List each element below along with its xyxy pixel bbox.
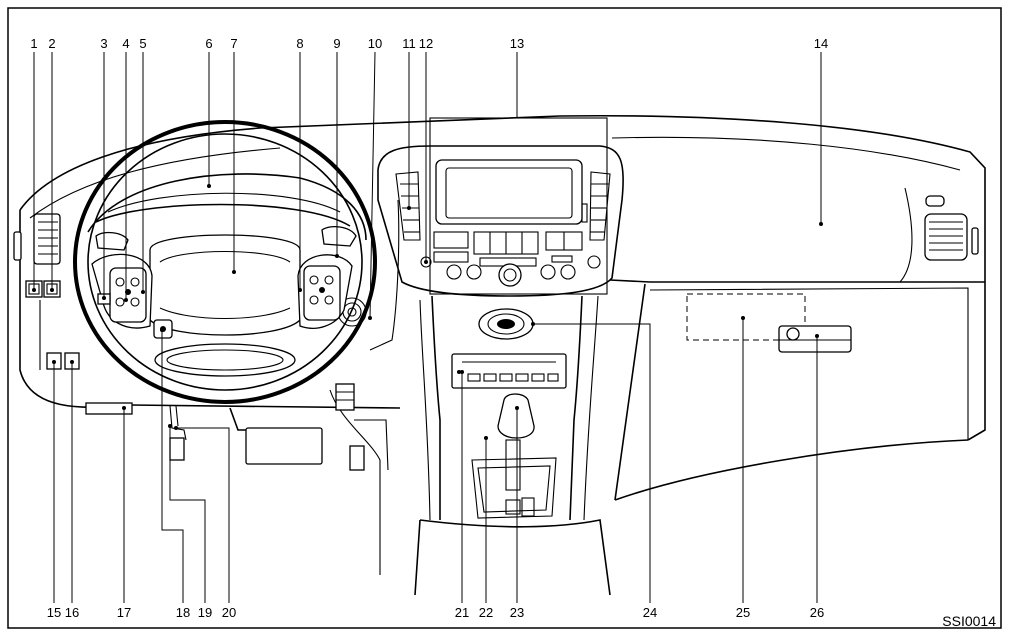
callout-18: 18 <box>176 605 190 620</box>
callout-9: 9 <box>333 36 340 51</box>
steering-wheel <box>73 120 377 404</box>
callout-15: 15 <box>47 605 61 620</box>
glove-box <box>686 293 806 341</box>
leader-lines <box>32 51 823 603</box>
shift-lever <box>471 393 557 519</box>
right-air-vent <box>924 195 979 261</box>
glove-box-handle <box>778 325 852 353</box>
navigation-display <box>435 159 583 225</box>
callout-6: 6 <box>205 36 212 51</box>
callout-12: 12 <box>419 36 433 51</box>
callout-22: 22 <box>479 605 493 620</box>
callout-17: 17 <box>117 605 131 620</box>
callout-3: 3 <box>100 36 107 51</box>
audio-climate-controls <box>420 231 601 287</box>
callout-21: 21 <box>455 605 469 620</box>
callout-11: 11 <box>402 36 416 51</box>
callout-8: 8 <box>296 36 303 51</box>
callout-1: 1 <box>30 36 37 51</box>
bottom-callouts: 15 16 17 18 19 20 21 22 23 24 25 26 <box>47 605 824 620</box>
right-steering-switches <box>303 265 341 321</box>
callout-25: 25 <box>736 605 750 620</box>
audio-unit <box>451 353 567 389</box>
callout-2: 2 <box>48 36 55 51</box>
callout-4: 4 <box>122 36 129 51</box>
dashboard-illustration <box>13 114 986 596</box>
callout-5: 5 <box>139 36 146 51</box>
callout-7: 7 <box>230 36 237 51</box>
callout-13: 13 <box>510 36 524 51</box>
callout-24: 24 <box>643 605 657 620</box>
left-steering-switches <box>109 267 147 323</box>
figure-code: SSI0014 <box>942 613 996 629</box>
callout-19: 19 <box>198 605 212 620</box>
left-switches <box>25 280 133 415</box>
callout-16: 16 <box>65 605 79 620</box>
callout-14: 14 <box>814 36 828 51</box>
left-air-vent <box>13 213 61 265</box>
callout-23: 23 <box>510 605 524 620</box>
callout-20: 20 <box>222 605 236 620</box>
callout-13-bracket <box>429 117 608 295</box>
top-callouts: 1 2 3 4 5 6 7 8 9 10 11 12 13 14 <box>30 36 828 51</box>
clock <box>478 308 534 340</box>
callout-10: 10 <box>368 36 382 51</box>
callout-26: 26 <box>810 605 824 620</box>
